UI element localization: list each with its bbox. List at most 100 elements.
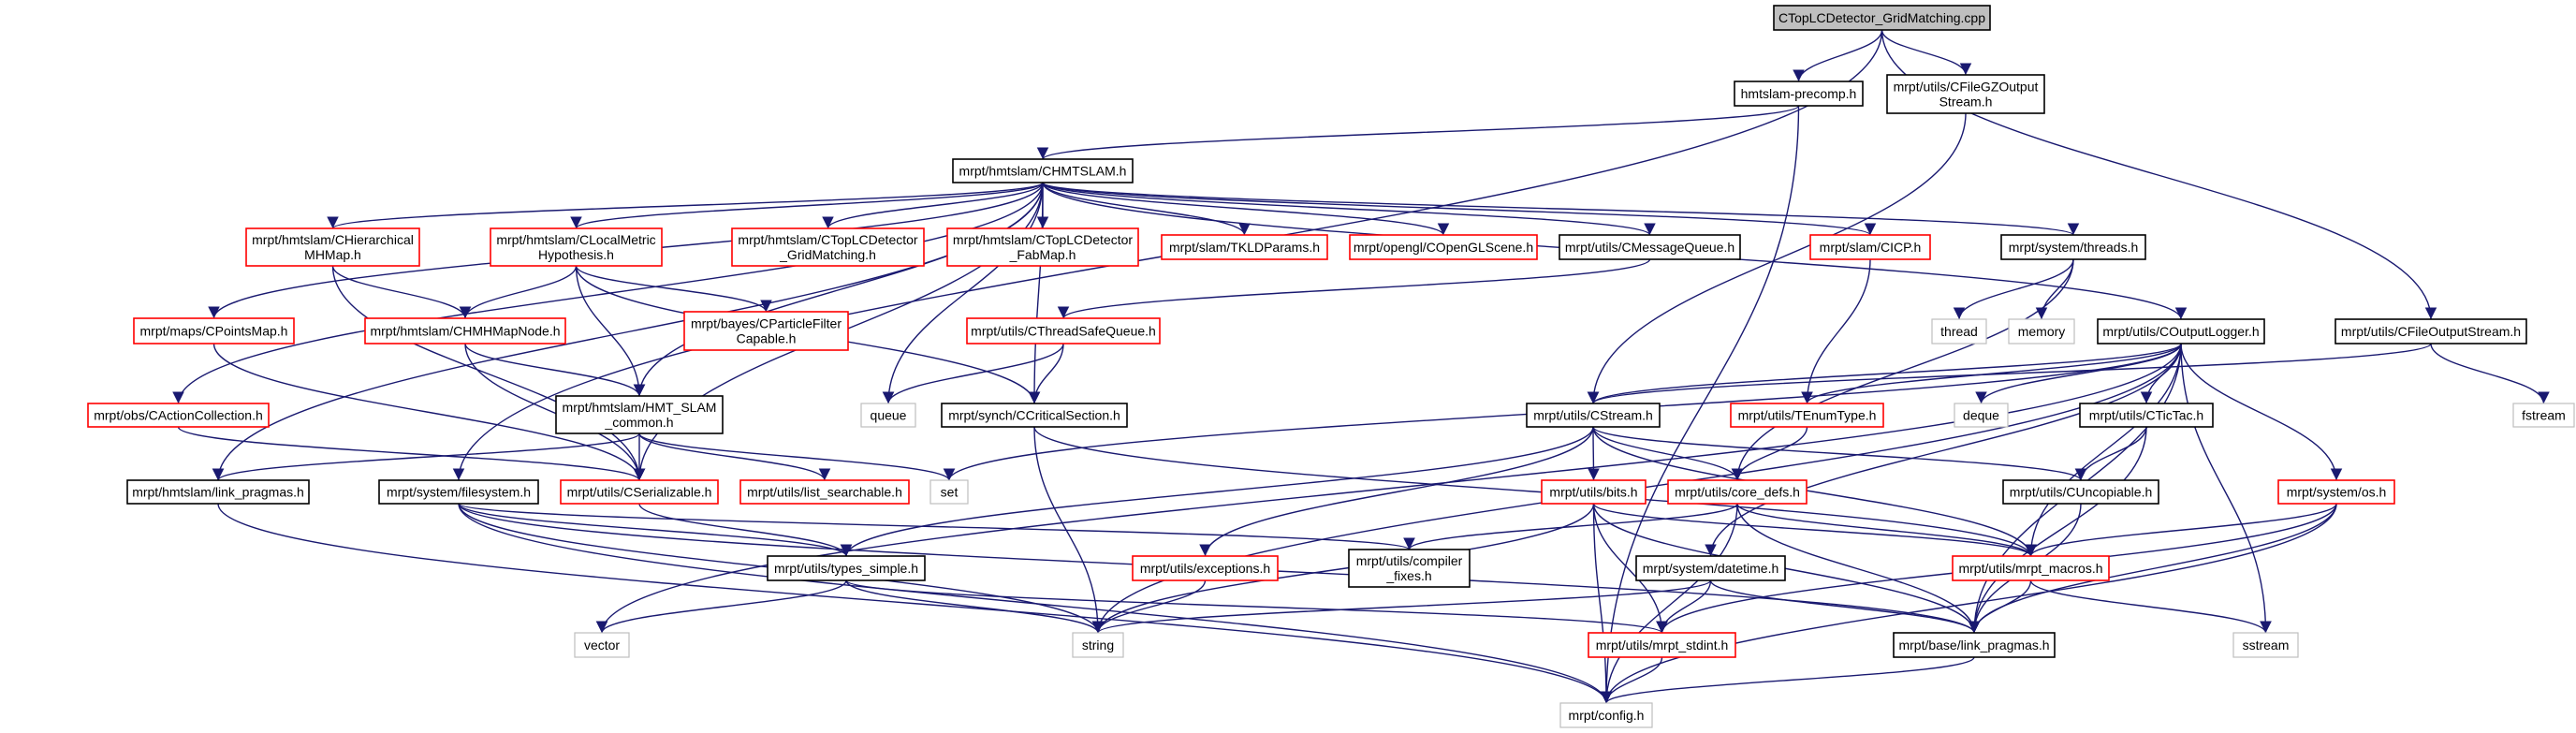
- node-box: [1667, 479, 1808, 505]
- node-label: _fixes.h: [1385, 568, 1431, 583]
- node-bits[interactable]: mrpt/utils/bits.h: [1541, 479, 1647, 505]
- node-tictac[interactable]: mrpt/utils/CTicTac.h: [2079, 403, 2214, 428]
- node-label: hmtslam-precomp.h: [1741, 86, 1857, 101]
- node-label: mrpt/utils/CStream.h: [1533, 408, 1653, 423]
- node-box: [683, 311, 849, 351]
- edge-hiermap-to-hmhnode: [331, 265, 472, 319]
- node-box: [1931, 318, 1987, 345]
- node-hmhnode[interactable]: mrpt/hmtslam/CHMHMapNode.h: [364, 317, 566, 345]
- edge-blinkp-to-config: [1600, 656, 1975, 704]
- node-label: _common.h: [604, 415, 673, 430]
- node-stdint[interactable]: mrpt/utils/mrpt_stdint.h: [1588, 632, 1736, 658]
- node-label: mrpt/utils/types_simple.h: [774, 561, 918, 576]
- edge-chmtslam-to-threads: [1042, 182, 2079, 236]
- node-precomp[interactable]: hmtslam-precomp.h: [1734, 81, 1864, 107]
- edge-coredefs-to-compfix: [1403, 503, 1738, 550]
- node-tenum[interactable]: mrpt/utils/TEnumType.h: [1730, 403, 1884, 428]
- node-label: mrpt/base/link_pragmas.h: [1898, 638, 2049, 652]
- edge-cstream-to-typessimple: [840, 426, 1594, 557]
- node-tsq[interactable]: mrpt/utils/CThreadSafeQueue.h: [966, 317, 1161, 345]
- node-string[interactable]: string: [1072, 632, 1124, 658]
- node-cicp[interactable]: mrpt/slam/CICP.h: [1809, 234, 1931, 260]
- node-macros[interactable]: mrpt/utils/mrpt_macros.h: [1952, 555, 2110, 581]
- edge-coredefs-to-config: [1600, 503, 1738, 704]
- edge-lmh-to-pfc: [575, 265, 772, 313]
- node-fileout[interactable]: mrpt/utils/CFileOutputStream.h: [2334, 318, 2527, 345]
- node-label: mrpt/hmtslam/HMT_SLAM: [563, 400, 717, 415]
- node-label: mrpt/utils/CTicTac.h: [2089, 408, 2203, 423]
- node-label: mrpt/utils/list_searchable.h: [747, 485, 902, 500]
- edge-critsec-to-macros: [1033, 426, 2037, 557]
- node-box: [731, 227, 925, 267]
- node-memory[interactable]: memory: [2008, 318, 2075, 345]
- node-outlogger[interactable]: mrpt/utils/COutputLogger.h: [2097, 318, 2265, 345]
- node-label: mrpt/utils/compiler: [1356, 553, 1463, 568]
- node-serial[interactable]: mrpt/utils/CSerializable.h: [560, 479, 719, 505]
- edge-root-to-fileout: [1881, 29, 2437, 320]
- node-hmtcommon[interactable]: mrpt/hmtslam/HMT_SLAM_common.h: [555, 395, 724, 434]
- node-label: mrpt/system/threads.h: [2009, 240, 2139, 255]
- node-os[interactable]: mrpt/system/os.h: [2277, 479, 2395, 505]
- node-gridh[interactable]: mrpt/hmtslam/CTopLCDetector_GridMatching…: [731, 227, 925, 267]
- node-actcol[interactable]: mrpt/obs/CActionCollection.h: [87, 403, 270, 428]
- node-box: [1730, 403, 1884, 428]
- node-filesystem[interactable]: mrpt/system/filesystem.h: [378, 479, 539, 505]
- node-box: [1132, 555, 1279, 581]
- node-box: [2002, 479, 2159, 505]
- node-compfix[interactable]: mrpt/utils/compiler_fixes.h: [1348, 549, 1471, 588]
- node-uncop[interactable]: mrpt/utils/CUncopiable.h: [2002, 479, 2159, 505]
- node-root[interactable]: CTopLCDetector_GridMatching.cpp: [1773, 5, 1991, 31]
- node-label: mrpt/utils/CThreadSafeQueue.h: [971, 324, 1156, 339]
- node-coredefs[interactable]: mrpt/utils/core_defs.h: [1667, 479, 1808, 505]
- node-datetime[interactable]: mrpt/system/datetime.h: [1635, 555, 1786, 581]
- node-deque[interactable]: deque: [1954, 403, 2009, 428]
- edge-precomp-to-chmtslam: [1037, 105, 1800, 160]
- edge-gzout-to-cstream: [1587, 112, 1967, 404]
- edge-coredefs-to-macros: [1736, 503, 2037, 557]
- node-box: [929, 479, 969, 505]
- node-cstream[interactable]: mrpt/utils/CStream.h: [1526, 403, 1661, 428]
- node-sstream[interactable]: sstream: [2232, 632, 2299, 658]
- node-vector[interactable]: vector: [574, 632, 630, 658]
- node-thread[interactable]: thread: [1931, 318, 1987, 345]
- node-box: [1559, 234, 1741, 260]
- node-config[interactable]: mrpt/config.h: [1559, 702, 1653, 728]
- node-label: mrpt/system/os.h: [2287, 485, 2387, 500]
- edge-root-to-precomp: [1793, 29, 1883, 82]
- edge-typessimple-to-string: [845, 579, 1105, 634]
- node-hlinkp[interactable]: mrpt/hmtslam/link_pragmas.h: [126, 479, 310, 505]
- edge-serial-to-typessimple: [638, 503, 853, 557]
- node-pointsmap[interactable]: mrpt/maps/CPointsMap.h: [133, 317, 295, 345]
- edge-macros-to-blinkp: [1968, 579, 2032, 634]
- node-box: [378, 479, 539, 505]
- node-label: mrpt/system/datetime.h: [1643, 561, 1779, 576]
- edge-tictac-to-blinkp: [1968, 426, 2147, 634]
- node-typessimple[interactable]: mrpt/utils/types_simple.h: [767, 555, 926, 581]
- node-box: [1559, 702, 1653, 728]
- node-critsec[interactable]: mrpt/synch/CCriticalSection.h: [941, 403, 1128, 428]
- node-chmtslam[interactable]: mrpt/hmtslam/CHMTSLAM.h: [952, 158, 1134, 183]
- node-box: [1886, 74, 2045, 114]
- node-queue[interactable]: queue: [860, 403, 916, 428]
- node-box: [2277, 479, 2395, 505]
- node-tkld[interactable]: mrpt/slam/TKLDParams.h: [1161, 234, 1328, 260]
- edge-chmtslam-to-hiermap: [327, 182, 1044, 229]
- node-label: mrpt/utils/CSerializable.h: [567, 485, 712, 500]
- node-label: mrpt/hmtslam/CLocalMetric: [496, 232, 655, 247]
- node-exceptions[interactable]: mrpt/utils/exceptions.h: [1132, 555, 1279, 581]
- edge-outlogger-to-macros: [2025, 343, 2182, 557]
- node-blinkp[interactable]: mrpt/base/link_pragmas.h: [1893, 632, 2056, 658]
- edge-chmtslam-to-tkld: [1042, 182, 1251, 236]
- node-fstream[interactable]: fstream: [2512, 403, 2575, 428]
- node-msgq[interactable]: mrpt/utils/CMessageQueue.h: [1559, 234, 1741, 260]
- node-label: mrpt/config.h: [1569, 708, 1645, 723]
- node-fabmap[interactable]: mrpt/hmtslam/CTopLCDetector_FabMap.h: [946, 227, 1139, 267]
- node-set[interactable]: set: [929, 479, 969, 505]
- node-listsearch[interactable]: mrpt/utils/list_searchable.h: [739, 479, 910, 505]
- node-threads[interactable]: mrpt/system/threads.h: [2000, 234, 2146, 260]
- node-opengl[interactable]: mrpt/opengl/COpenGLScene.h: [1349, 234, 1538, 260]
